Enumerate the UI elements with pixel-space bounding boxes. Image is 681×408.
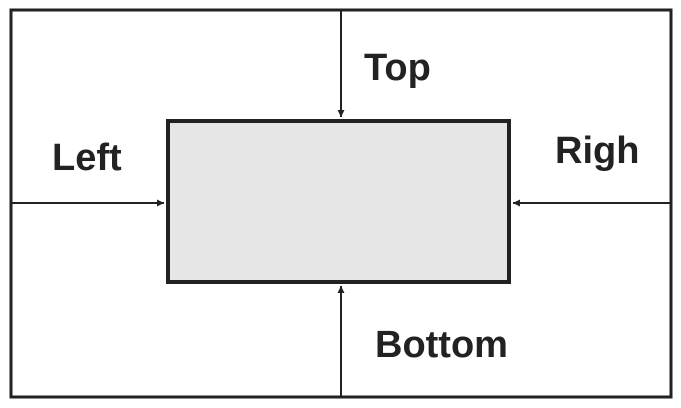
left-label: Left — [52, 137, 122, 179]
bottom-label: Bottom — [375, 324, 508, 366]
top-label: Top — [364, 47, 431, 89]
content-box — [166, 119, 511, 284]
right-label: Righ — [555, 130, 639, 172]
